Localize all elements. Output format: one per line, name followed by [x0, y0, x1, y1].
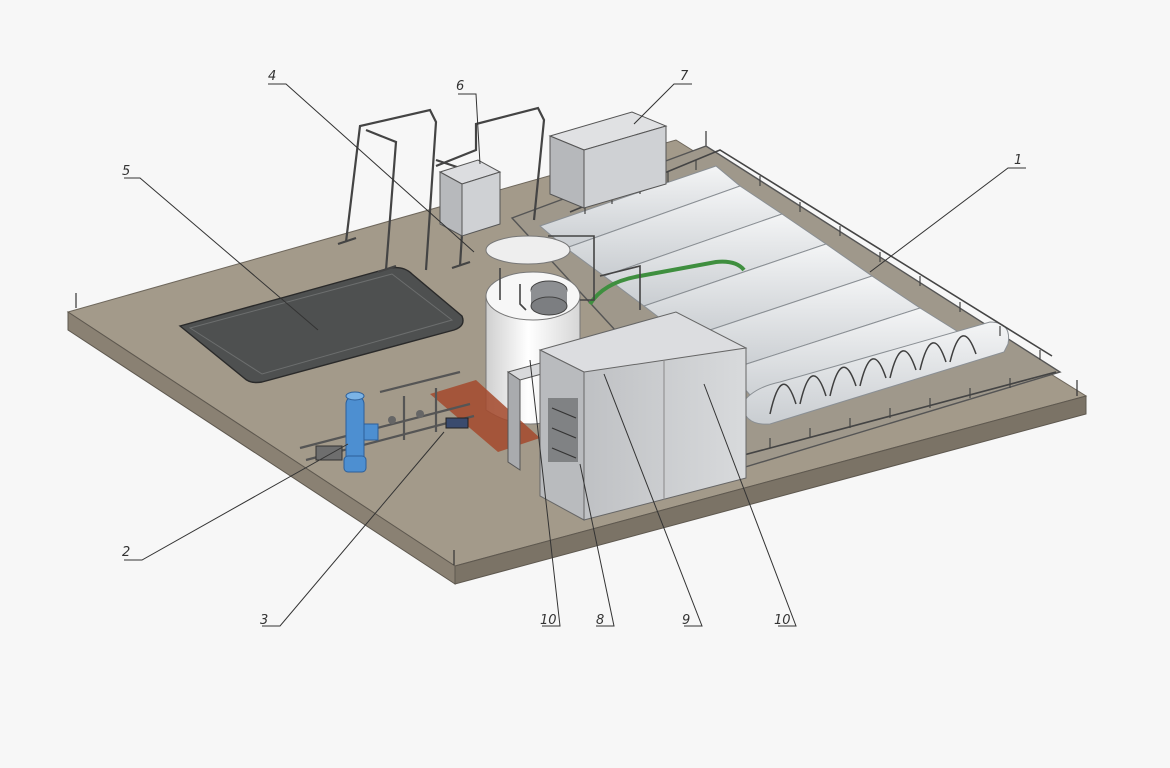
equipment-box-6 — [438, 159, 502, 237]
callout-6: 6 — [456, 79, 464, 94]
bag-hoops — [769, 335, 977, 415]
callout-10-left: 10 — [540, 613, 557, 628]
callout-10-right: 10 — [774, 613, 791, 628]
callout-labels: 1 2 3 4 5 6 7 8 9 10 10 — [122, 69, 1022, 628]
callout-2: 2 — [122, 545, 130, 560]
green-gas-hose — [588, 259, 746, 306]
callout-5: 5 — [122, 164, 130, 179]
callout-4: 4 — [268, 69, 276, 84]
slab-right-face — [454, 395, 1087, 585]
pump-manifold — [299, 370, 475, 473]
control-cabinets — [506, 311, 748, 521]
leader-lines — [124, 83, 1026, 627]
callout-1: 1 — [1014, 153, 1022, 168]
callout-8: 8 — [596, 613, 604, 628]
callout-9: 9 — [682, 613, 690, 628]
callout-7: 7 — [680, 69, 689, 84]
bag-front — [741, 321, 1010, 425]
storage-tarp — [178, 266, 464, 384]
callout-3: 3 — [260, 613, 268, 628]
tarp-body — [178, 266, 464, 384]
